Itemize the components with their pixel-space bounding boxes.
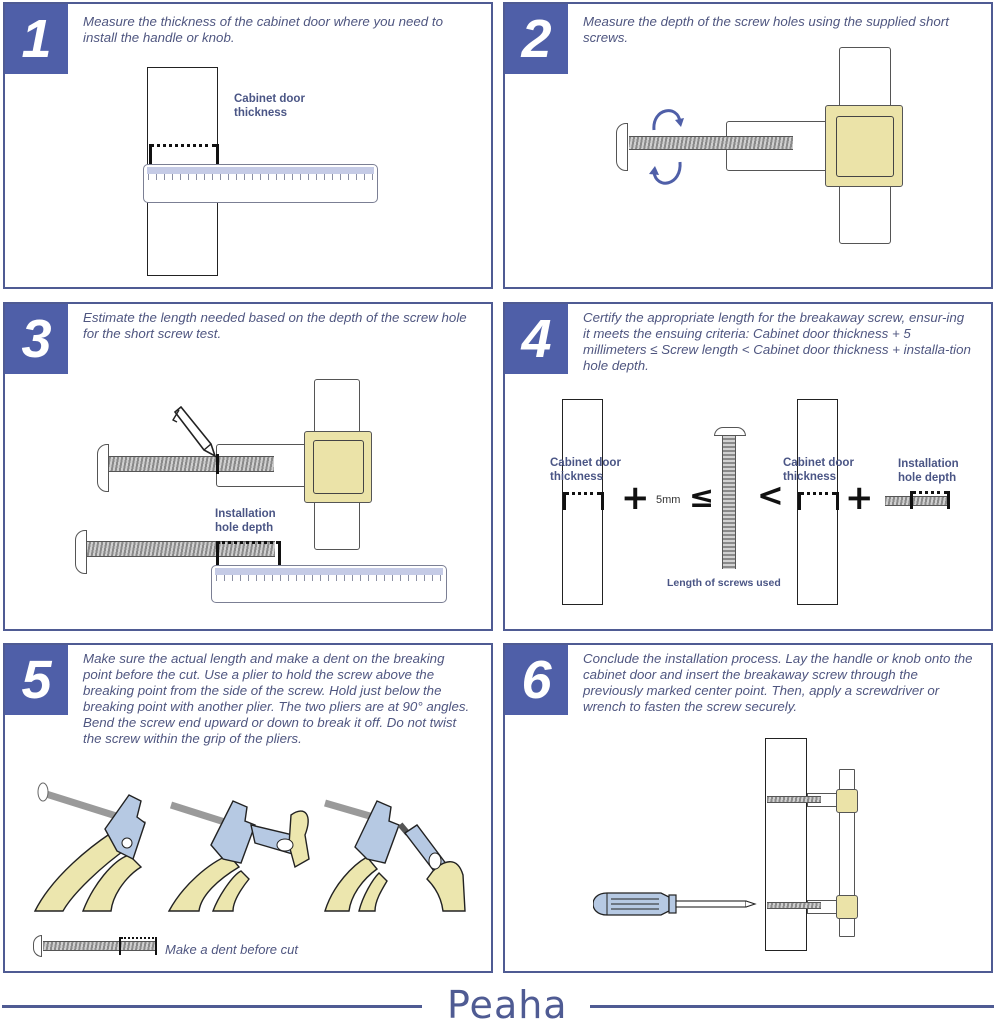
step-number-badge: 5 xyxy=(5,645,68,715)
footer-divider-right xyxy=(590,1005,994,1008)
thickness-marker-left xyxy=(565,492,601,495)
door-thickness-label: Cabinet door thickness xyxy=(234,93,305,119)
test-screw xyxy=(109,456,274,472)
pliers-bend-icon xyxy=(167,800,310,912)
tick xyxy=(155,937,157,955)
cabinet-door-left xyxy=(562,399,603,605)
plus-sign: + xyxy=(845,478,874,518)
hole-depth-marker xyxy=(912,491,948,494)
footer-divider-left xyxy=(2,1005,422,1008)
step-5-panel: 5 Make sure the actual length and make a… xyxy=(3,643,493,973)
tick xyxy=(798,492,801,510)
short-screw xyxy=(629,136,793,150)
long-screw xyxy=(85,541,275,557)
rotate-arrow-icon xyxy=(649,109,684,185)
depth-tick-left xyxy=(216,541,219,565)
ruler-icon xyxy=(211,565,447,603)
dent-marker xyxy=(121,937,157,939)
less-or-equal-sign: ≤ xyxy=(689,480,715,515)
step-instruction: Estimate the length needed based on the … xyxy=(83,310,467,341)
ruler-icon xyxy=(143,164,378,203)
handle-base-bottom xyxy=(836,895,858,919)
step-instruction: Conclude the installation process. Lay t… xyxy=(583,651,973,714)
step-instruction: Certify the appropriate length for the b… xyxy=(583,310,971,373)
offset-5mm: 5mm xyxy=(656,494,681,506)
pliers-grip-icon xyxy=(33,782,147,912)
plus-sign: + xyxy=(621,478,650,518)
step-3-panel: 3 Estimate the length needed based on th… xyxy=(3,302,493,631)
thickness-marker-right xyxy=(800,492,836,495)
brand-logo: Peaha xyxy=(447,983,568,1024)
thickness-tick-left xyxy=(149,144,152,164)
screw-head xyxy=(33,935,42,957)
pliers-break-icon xyxy=(324,799,466,912)
depth-tick-right xyxy=(278,541,281,565)
handle-base-top xyxy=(836,789,858,813)
thickness-marker xyxy=(150,144,216,147)
hole-depth-marker xyxy=(217,541,279,544)
tick xyxy=(836,492,839,510)
screw-length-label: Length of screws used xyxy=(667,577,781,589)
step-instruction: Make sure the actual length and make a d… xyxy=(83,651,470,746)
screw-head xyxy=(97,444,109,492)
handle-base-inner xyxy=(836,116,894,177)
tick xyxy=(601,492,604,510)
tick xyxy=(910,491,913,509)
step-number-badge: 1 xyxy=(5,4,68,74)
step-2-panel: 2 Measure the depth of the screw holes u… xyxy=(503,2,993,289)
dented-screw xyxy=(43,941,157,951)
step-instruction: Measure the depth of the screw holes usi… xyxy=(583,14,949,45)
step-instruction: Measure the thickness of the cabinet doo… xyxy=(83,14,443,45)
step-number-badge: 3 xyxy=(5,304,68,374)
tick xyxy=(563,492,566,510)
less-than-sign: < xyxy=(757,476,784,514)
screw-head xyxy=(75,530,87,574)
tick xyxy=(119,937,121,955)
hole-depth-label: Installation hole depth xyxy=(898,458,959,484)
screwdriver-icon xyxy=(593,892,757,916)
step-number-badge: 4 xyxy=(505,304,568,374)
hole-depth-screw xyxy=(885,496,949,506)
cabinet-door xyxy=(765,738,807,951)
step-1-panel: 1 Measure the thickness of the cabinet d… xyxy=(3,2,493,289)
screw-head xyxy=(616,123,628,171)
step-6-panel: 6 Conclude the installation process. Lay… xyxy=(503,643,993,973)
door-thickness-label-left: Cabinet door thickness xyxy=(550,457,621,483)
mark-line xyxy=(216,454,219,474)
pen-icon xyxy=(172,406,217,458)
door-thickness-label-right: Cabinet door thickness xyxy=(783,457,854,483)
tick xyxy=(947,491,950,509)
handle-base-inner xyxy=(313,440,364,494)
step-number-badge: 2 xyxy=(505,4,568,74)
thickness-tick-right xyxy=(216,144,219,164)
screw-head-top xyxy=(714,427,746,436)
screw-bottom xyxy=(767,902,821,909)
step-number-badge: 6 xyxy=(505,645,568,715)
cabinet-door-right xyxy=(797,399,838,605)
pliers-illustration xyxy=(33,782,466,912)
screw-vertical xyxy=(722,434,736,569)
dent-caption: Make a dent before cut xyxy=(165,942,298,957)
screw-top xyxy=(767,796,821,803)
hole-depth-label: Installation hole depth xyxy=(215,508,276,534)
step-4-panel: 4 Certify the appropriate length for the… xyxy=(503,302,993,631)
